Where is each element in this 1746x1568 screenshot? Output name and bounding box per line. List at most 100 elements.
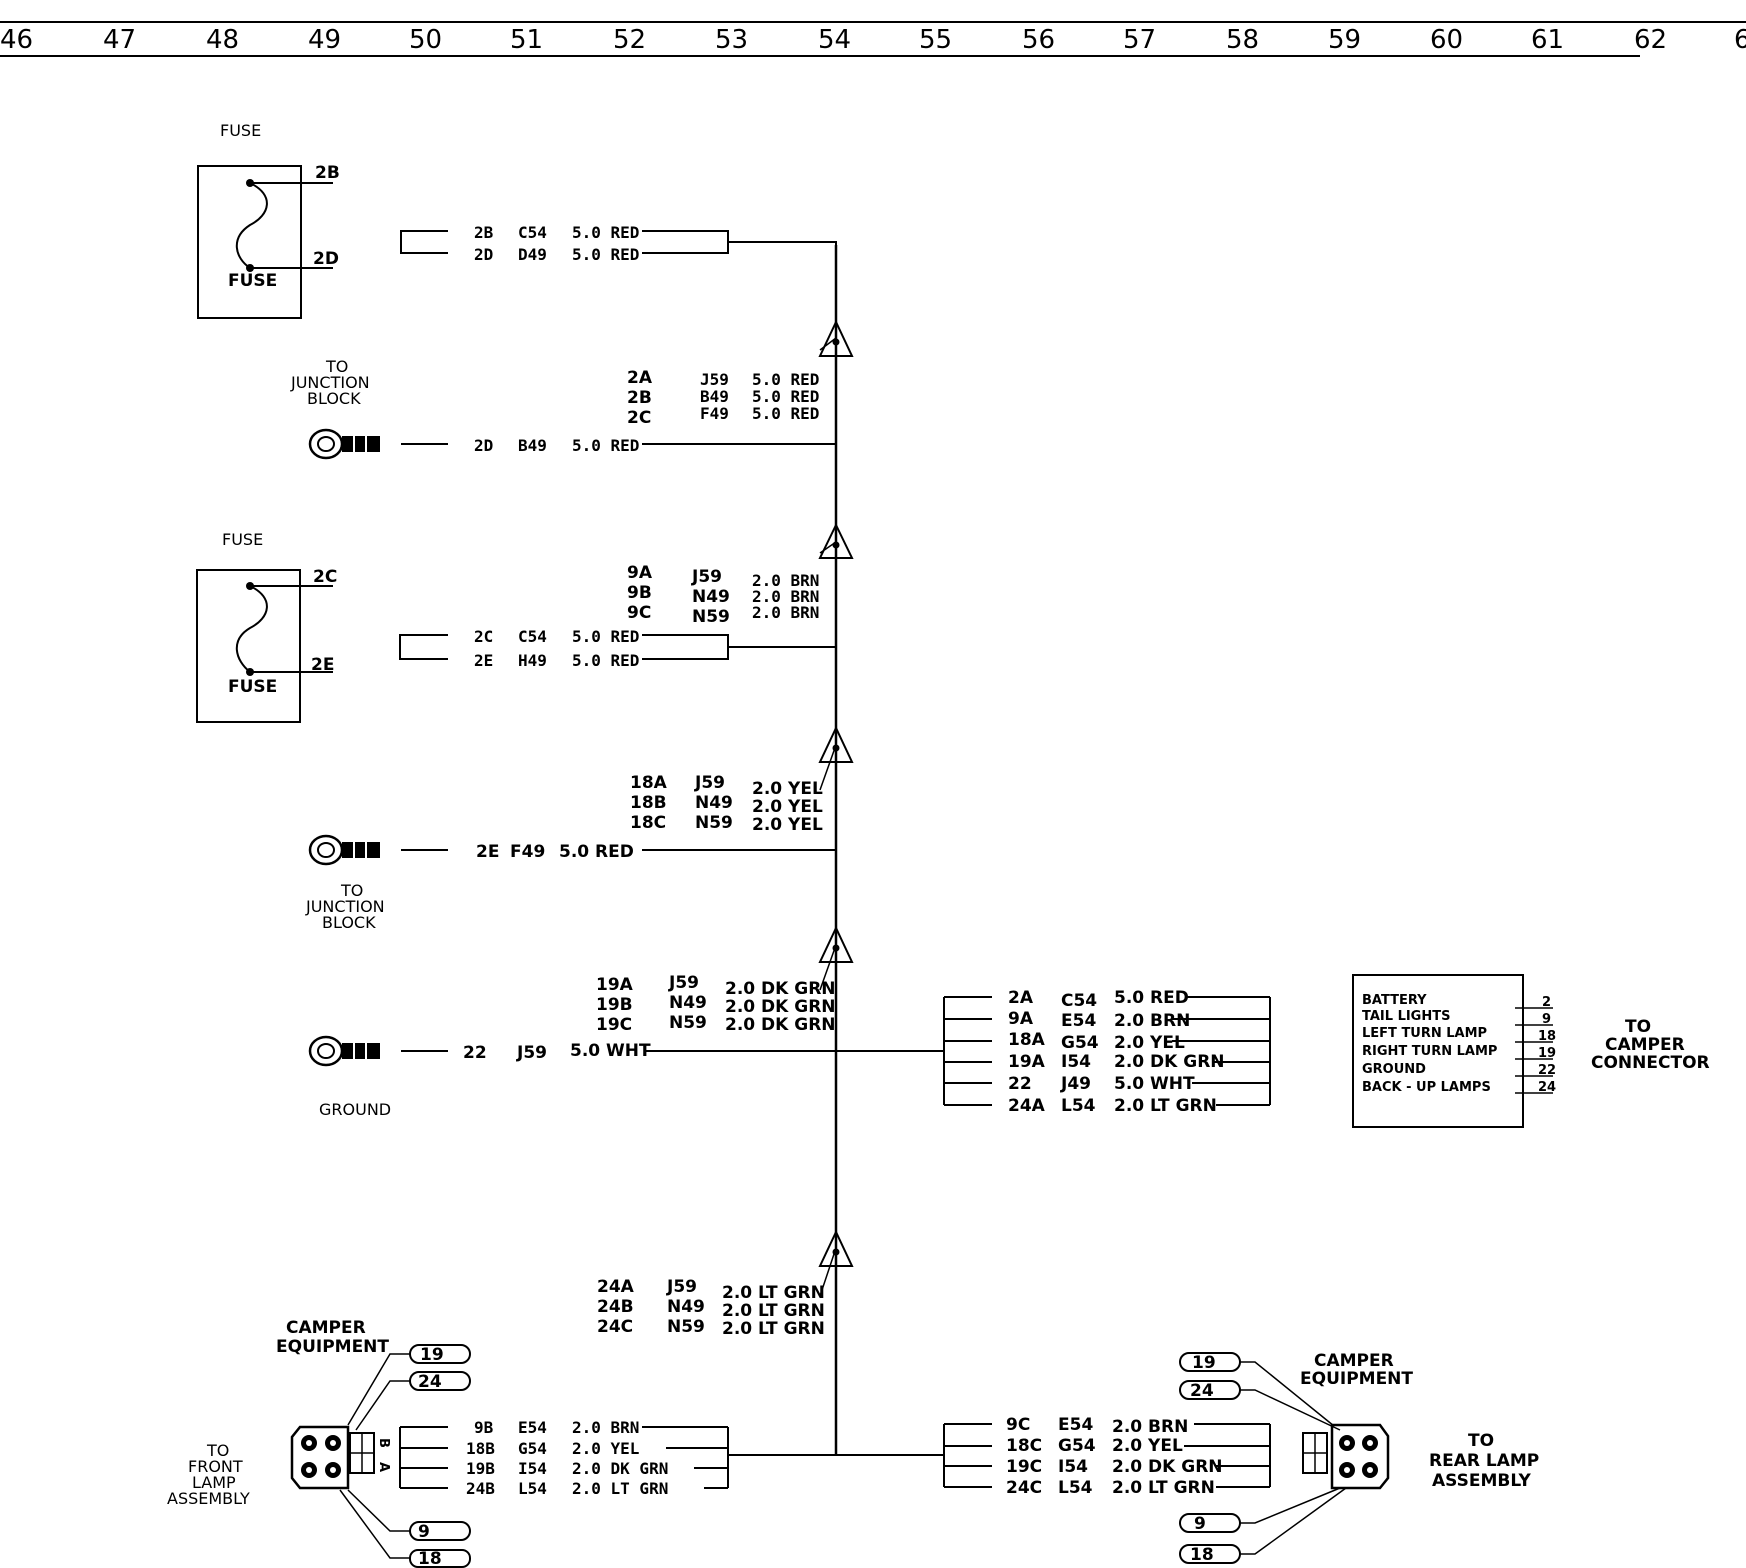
camper-connector: BATTERY TAIL LIGHTS LEFT TURN LAMP RIGHT…: [1352, 974, 1710, 1128]
wire-spec: 5.0 RED: [572, 651, 639, 670]
splice-code: N59: [667, 1317, 705, 1337]
ruler-62: 62: [1634, 25, 1667, 55]
wire-circuit: 9B: [474, 1418, 494, 1437]
connector-pin-number: 22: [1538, 1063, 1556, 1078]
ruler-52: 52: [613, 25, 646, 55]
splice-spec: 2.0 BRN: [752, 603, 819, 622]
wire-code: G54: [518, 1439, 547, 1458]
splice-spec: 2.0 YEL: [752, 815, 823, 835]
fuse-2-box: [196, 569, 301, 723]
ruler-51: 51: [510, 25, 543, 55]
splice-spec: 2.0 BRN: [752, 571, 819, 590]
splice-circuit: 9C: [627, 603, 651, 623]
wire-circuit: 2E: [474, 651, 493, 670]
splice-24-labels: 24A 24B 24C J59 N49 N59 2.0 LT GRN 2.0 L…: [597, 1247, 837, 1339]
wire-circuit: 18B: [466, 1439, 495, 1458]
front-lamp-assembly: CAMPER EQUIPMENT TO FRONT LAMP ASSEMBLY …: [167, 1318, 729, 1568]
rear-equip-label-line: CAMPER: [1314, 1351, 1394, 1371]
splice-code: N59: [669, 1013, 707, 1033]
ring-terminal-icon: [308, 428, 380, 460]
camper-wire-circuit: 9A: [1008, 1009, 1034, 1029]
ring-terminal-icon: [308, 1035, 380, 1067]
splice-spec: 2.0 LT GRN: [722, 1319, 825, 1339]
splice-circuit: 19B: [596, 995, 633, 1015]
splice-circuit: 24A: [597, 1277, 635, 1297]
splice-code: N49: [692, 587, 730, 607]
splice-circuit: 19A: [596, 975, 634, 995]
splice-code: J59: [691, 567, 722, 587]
splice-spec: 5.0 RED: [752, 387, 819, 406]
jb-1-label-line: TO: [325, 357, 348, 376]
column-ruler: 46 47 48 49 50 51 52 53 54 55 56 57 58 5…: [0, 21, 1746, 57]
ruler-49: 49: [308, 25, 341, 55]
wire-code: D49: [518, 245, 547, 264]
camper-connector-box: [1352, 974, 1524, 1128]
wire-spec: 5.0 RED: [572, 627, 639, 646]
camper-wire-circuit: 2A: [1008, 988, 1034, 1008]
front-lamp-label-line: TO: [206, 1441, 229, 1460]
ruler-55: 55: [919, 25, 952, 55]
svg-text:18: 18: [418, 1549, 442, 1568]
junction-block-1: TO JUNCTION BLOCK 2D B49 5.0 RED: [290, 357, 836, 460]
splice-code: J59: [700, 370, 729, 389]
front-lamp-label-line: LAMP: [192, 1473, 236, 1492]
wire-spec: 2.0 LT GRN: [572, 1479, 668, 1498]
camper-wire-code: C54: [1061, 991, 1097, 1011]
connector-pin-number: 19: [1538, 1046, 1556, 1061]
splice-spec: 2.0 LT GRN: [722, 1301, 825, 1321]
camper-wire-circuit: 22: [1008, 1074, 1032, 1094]
fuse-1-title: FUSE: [220, 121, 261, 140]
splice-9-labels: 9A 9B 9C J59 N49 N59 2.0 BRN 2.0 BRN 2.0…: [627, 541, 837, 627]
wire-spec: 2.0 YEL: [572, 1439, 639, 1458]
splice-code: N59: [695, 813, 733, 833]
wire-spec: 5.0 RED: [572, 223, 639, 242]
wire-spec: 5.0 RED: [572, 436, 639, 455]
wire-code: C54: [518, 223, 547, 242]
wire-code: B49: [518, 436, 547, 455]
connector-pin-name: RIGHT TURN LAMP: [1362, 1044, 1497, 1059]
connector-pin-number: 2: [1542, 995, 1551, 1010]
camper-wire-spec: 2.0 LT GRN: [1114, 1096, 1217, 1116]
camper-wire-circuit: 18A: [1008, 1030, 1046, 1050]
splice-circuit: 24C: [597, 1317, 633, 1337]
front-equip-label-line: CAMPER: [286, 1318, 366, 1338]
connector-pin-name: BACK - UP LAMPS: [1362, 1080, 1491, 1095]
rear-lamp-label-line: REAR LAMP: [1429, 1451, 1539, 1471]
splice-spec: 5.0 RED: [752, 370, 819, 389]
ruler-50: 50: [409, 25, 442, 55]
splice-spec: 2.0 DK GRN: [725, 997, 836, 1017]
rear-lamp-connector-icon: [1302, 1423, 1390, 1490]
connector-pin-name: TAIL LIGHTS: [1362, 1009, 1450, 1024]
ruler-54: 54: [818, 25, 851, 55]
fuse-2-top-terminal: 2C: [313, 567, 337, 587]
fuse-1: FUSE 2B 2D FUSE: [197, 121, 340, 319]
wire-code: E54: [1058, 1415, 1093, 1435]
splice-code: N49: [695, 793, 733, 813]
front-lamp-label-line: ASSEMBLY: [167, 1489, 250, 1508]
svg-text:24: 24: [418, 1372, 442, 1392]
wire-circuit: 18C: [1006, 1436, 1042, 1456]
jb-1-label-line: BLOCK: [307, 389, 361, 408]
splice-spec: 2.0 YEL: [752, 779, 823, 799]
connector-pin-number: 9: [1542, 1012, 1551, 1027]
jb-2-label-line: JUNCTION: [305, 897, 385, 916]
camper-wire-code: G54: [1061, 1033, 1099, 1053]
splice-spec: 2.0 DK GRN: [725, 1015, 836, 1035]
ruler-46: 46: [0, 25, 33, 55]
wire-circuit: 22: [463, 1043, 487, 1063]
wire-code: E54: [518, 1418, 547, 1437]
wire-circuit: 9C: [1006, 1415, 1030, 1435]
wire-code: I54: [1058, 1457, 1088, 1477]
fuse-2-wires: 2C C54 5.0 RED 2E H49 5.0 RED: [399, 627, 836, 670]
wire-spec: 2.0 BRN: [572, 1418, 639, 1437]
wire-spec: 2.0 DK GRN: [572, 1459, 668, 1478]
ruler-57: 57: [1123, 25, 1156, 55]
wire-circuit: 2D: [474, 436, 493, 455]
camper-wire-code: L54: [1061, 1096, 1096, 1116]
pin-tag: 19: [409, 1344, 471, 1365]
splice-code: N59: [692, 607, 730, 627]
pin-tag: 24: [1179, 1380, 1241, 1401]
camper-wire-spec: 2.0 DK GRN: [1114, 1052, 1225, 1072]
wire-code: L54: [1058, 1478, 1093, 1498]
camper-wire-spec: 5.0 RED: [1114, 988, 1189, 1008]
